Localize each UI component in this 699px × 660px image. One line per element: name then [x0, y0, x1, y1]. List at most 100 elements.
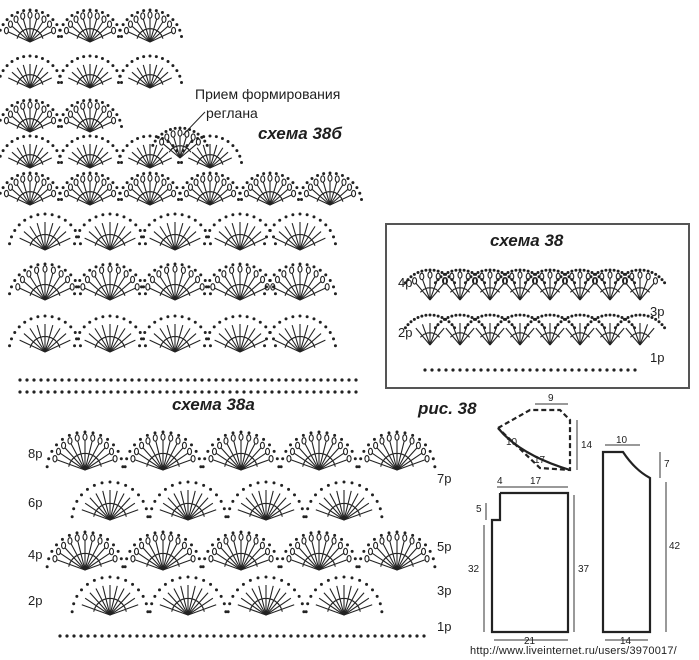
- stitch-fan: [274, 324, 326, 353]
- stitch-fan: [123, 11, 177, 43]
- annotation-line-2: реглана: [206, 105, 258, 121]
- stitch-fan: [315, 585, 373, 616]
- stitch-fan: [63, 174, 117, 206]
- stitch-fan: [19, 324, 71, 353]
- chain-dots: [123, 430, 203, 469]
- stitch-pattern-38: [403, 268, 667, 372]
- stitch-fan: [188, 144, 232, 169]
- stitch-fan: [130, 533, 196, 571]
- chain-dots: [116, 171, 184, 201]
- chain-dots: [493, 268, 547, 285]
- stitch-fan: [128, 144, 172, 169]
- scheme-38-row-2: 2р: [398, 325, 413, 340]
- chain-dots: [201, 430, 281, 469]
- dim-front-width: 14: [620, 636, 632, 647]
- stitch-fan: [130, 433, 196, 471]
- stitch-fan: [52, 533, 118, 571]
- stitch-fan: [625, 323, 655, 346]
- scheme-38a-title: схема 38а: [172, 395, 255, 414]
- stitch-fan: [80, 265, 140, 301]
- scheme-38a-row-4: 4р: [28, 547, 43, 562]
- stitch-fan: [502, 271, 538, 301]
- chain-dots: [8, 262, 82, 296]
- scheme-38-row-4: 4р: [398, 275, 413, 290]
- dim-back-side: 32: [468, 564, 480, 575]
- chain-dots: [493, 313, 547, 330]
- dim-sleeve-slope: 10: [506, 437, 518, 448]
- stitch-fan: [364, 433, 430, 471]
- chain-dots: [263, 314, 337, 348]
- stitch-fan: [15, 265, 75, 301]
- dim-front-length: 42: [669, 541, 681, 552]
- stitch-fan: [19, 222, 71, 251]
- chain-dots: [203, 314, 277, 348]
- scheme-38a-row-1: 1р: [437, 619, 452, 634]
- dim-back-neck: 4: [497, 476, 503, 487]
- stitch-fan: [532, 271, 568, 301]
- stitch-fan: [237, 585, 295, 616]
- back-piece: [490, 491, 570, 634]
- chain-dots: [70, 480, 150, 519]
- stitch-fan: [237, 490, 295, 521]
- dim-back-shoulder: 17: [530, 476, 542, 487]
- chain-dots: [0, 54, 64, 84]
- chain-dots: [56, 8, 124, 38]
- dim-sleeve-bottom: 17: [534, 455, 546, 466]
- chain-dots: [304, 575, 384, 614]
- chain-dots: [279, 430, 359, 469]
- stitch-fan: [145, 265, 205, 301]
- chain-dots: [0, 8, 64, 38]
- stitch-fan: [63, 101, 117, 133]
- watermark-url: http://www.liveinternet.ru/users/3970017…: [470, 645, 677, 657]
- chain-dots: [56, 98, 124, 128]
- stitch-fan: [68, 64, 112, 89]
- chain-dots: [138, 262, 212, 296]
- dim-front-neck: 10: [616, 435, 628, 446]
- stitch-fan: [243, 174, 297, 206]
- dim-front-drop: 7: [664, 459, 670, 470]
- sleeve-edge: [497, 427, 571, 472]
- stitch-fan: [210, 265, 270, 301]
- chain-dots: [226, 575, 306, 614]
- stitch-pattern-38a: [45, 430, 437, 638]
- chain-dots: [433, 313, 487, 330]
- scheme-38-row-3: 3р: [650, 304, 665, 319]
- chain-dots: [116, 8, 184, 38]
- chain-dots: [304, 480, 384, 519]
- stitch-fan: [472, 271, 508, 301]
- scheme-38-row-1: 1р: [650, 350, 665, 365]
- chain-dots: [138, 314, 212, 348]
- annotation-line-1: Прием формирования: [195, 86, 341, 102]
- stitch-fan: [81, 585, 139, 616]
- dim-sleeve-top: 9: [548, 393, 554, 404]
- chain-dots: [357, 430, 437, 469]
- scheme-38-title: схема 38: [490, 231, 564, 250]
- stitch-fan: [128, 64, 172, 89]
- chain-dots: [8, 212, 82, 246]
- scheme-38a-row-8: 8р: [28, 446, 43, 461]
- chain-dots: [73, 262, 147, 296]
- chain-dots: [45, 530, 125, 569]
- chain-dots: [148, 575, 228, 614]
- stitch-fan: [3, 11, 57, 43]
- stitch-fan: [123, 174, 177, 206]
- stitch-fan: [8, 144, 52, 169]
- stitch-fan: [8, 64, 52, 89]
- chain-dots: [70, 575, 150, 614]
- chain-dots: [226, 480, 306, 519]
- stitch-fan: [303, 174, 357, 206]
- front-piece: [601, 450, 652, 634]
- chain-dots: [263, 262, 337, 296]
- stitch-fan: [63, 11, 117, 43]
- scheme-38a-row-6: 6р: [28, 495, 43, 510]
- stitch-fan: [214, 324, 266, 353]
- stitch-fan: [286, 433, 352, 471]
- stitch-fan: [208, 533, 274, 571]
- stitch-fan: [214, 222, 266, 251]
- stitch-fan: [159, 490, 217, 521]
- stitch-fan: [286, 533, 352, 571]
- stitch-fan: [159, 585, 217, 616]
- chain-row: [423, 368, 637, 372]
- chain-dots: [151, 126, 209, 147]
